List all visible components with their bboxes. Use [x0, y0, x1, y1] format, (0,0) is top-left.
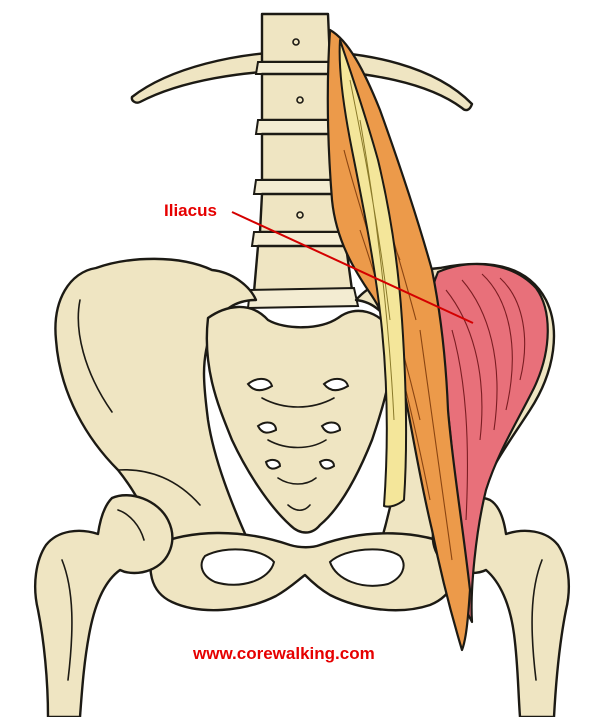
left-obturator-foramen — [200, 548, 276, 586]
website-label: www.corewalking.com — [192, 644, 375, 663]
iliacus-leader-line — [231, 211, 474, 324]
psoas-minor-muscle — [338, 39, 408, 508]
iliacus-label: Iliacus — [164, 201, 217, 220]
sacrum — [205, 305, 393, 534]
pubic-rami — [149, 531, 461, 612]
left-femur — [33, 494, 174, 717]
right-obturator-foramen — [328, 548, 405, 587]
lumbar-spine — [246, 12, 360, 310]
sacral-foramina — [246, 378, 350, 470]
